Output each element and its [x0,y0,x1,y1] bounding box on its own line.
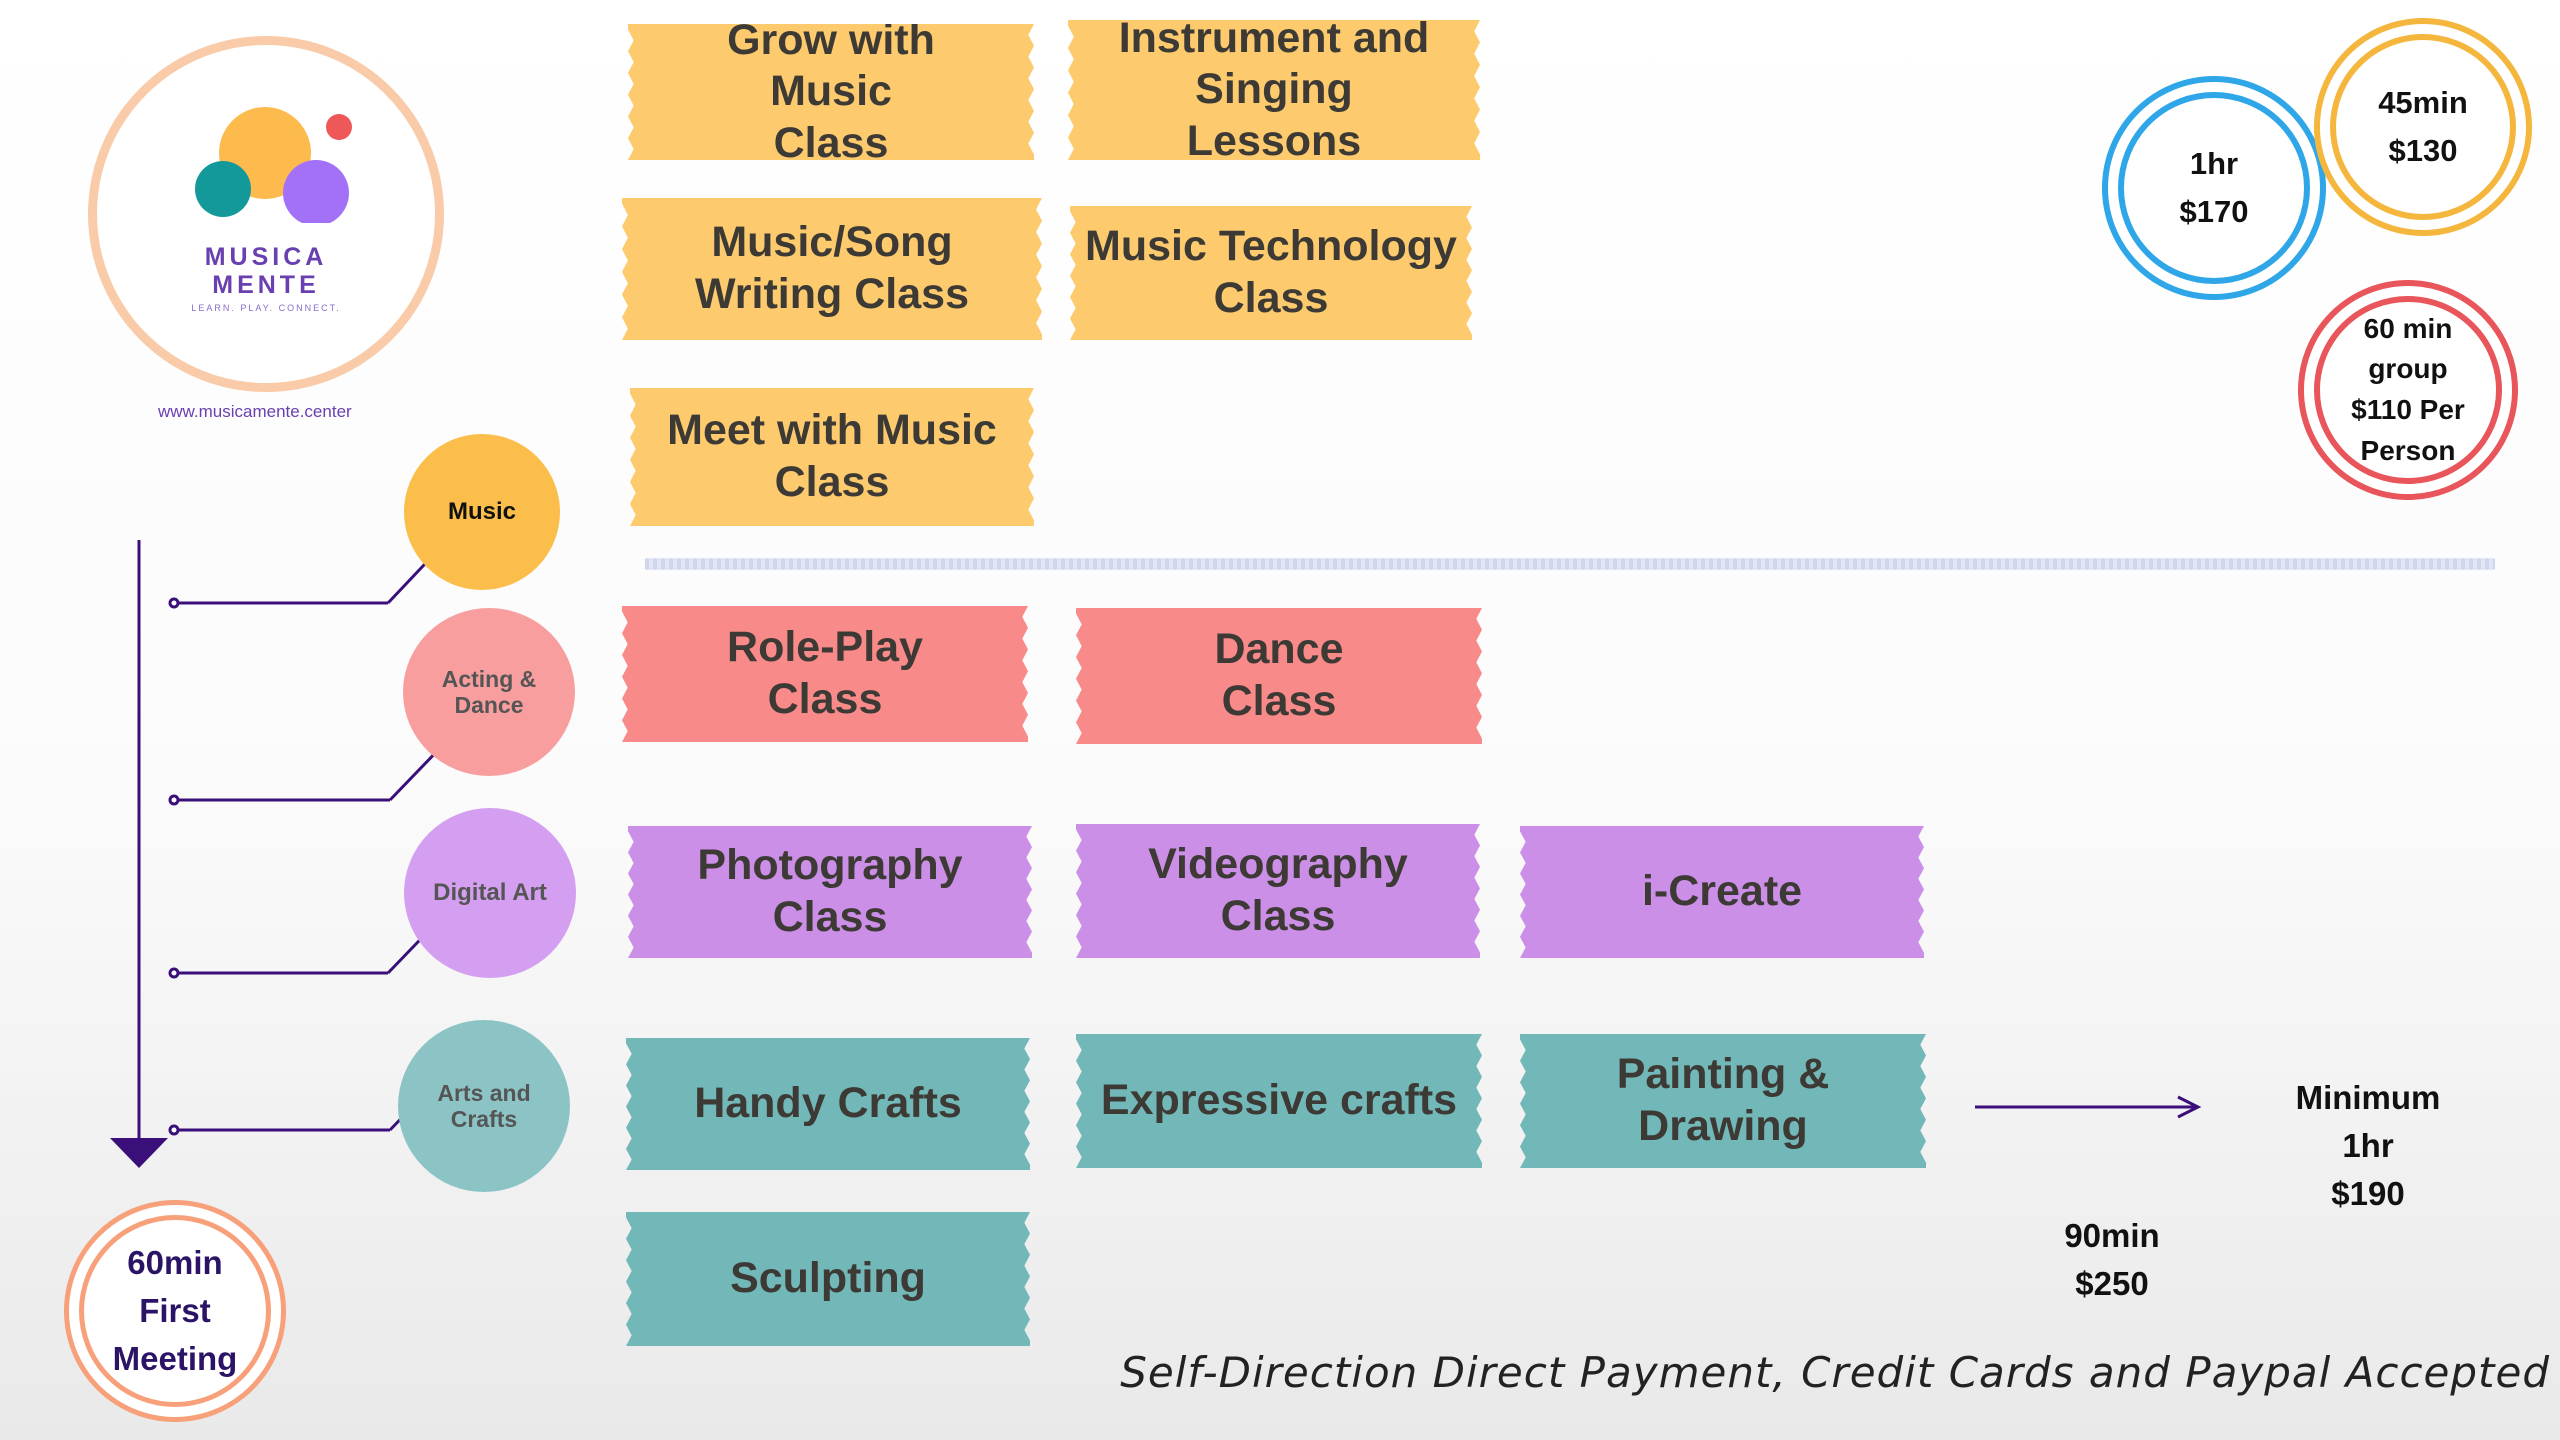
class-instrument-singing[interactable]: Instrument and Singing Lessons [1068,20,1480,160]
class-role-play[interactable]: Role-Play Class [622,606,1028,742]
first-meeting-ring: 60min First Meeting [64,1200,286,1422]
class-dance[interactable]: Dance Class [1076,608,1482,744]
class-i-create[interactable]: i-Create [1520,826,1924,958]
brand-tagline: LEARN. PLAY. CONNECT. [191,303,341,313]
price-ring-group: 60 min group $110 Per Person [2298,280,2518,500]
class-videography[interactable]: Videography Class [1076,824,1480,958]
payment-note: Self-Direction Direct Payment, Credit Ca… [1120,1348,2550,1397]
price-45min-text: 45min $130 [2378,84,2468,168]
logo: MUSICA MENTE LEARN. PLAY. CONNECT. [88,36,444,392]
class-music-technology[interactable]: Music Technology Class [1070,206,1472,340]
category-acting-dance: Acting & Dance [403,608,575,776]
first-meeting-text: 60min First Meeting [112,1244,238,1377]
price-1hr-text: 1hr $170 [2179,145,2249,229]
category-music: Music [404,434,560,590]
category-digital-art: Digital Art [404,808,576,978]
price-minimum: Minimum 1hr $190 [2295,1079,2441,1212]
class-photography[interactable]: Photography Class [628,826,1032,958]
brand-name-line1: MUSICA [204,243,328,271]
price-ring-45min: 45min $130 [2314,18,2532,236]
class-expressive-crafts[interactable]: Expressive crafts [1076,1034,1482,1168]
brand-name-line2: MENTE [212,271,320,299]
website-link[interactable]: www.musicamente.center [158,402,352,421]
class-handy-crafts[interactable]: Handy Crafts [626,1038,1030,1170]
price-90min: 90min $250 [2064,1217,2160,1302]
class-sculpting[interactable]: Sculpting [626,1212,1030,1346]
class-song-writing[interactable]: Music/Song Writing Class [622,198,1042,340]
class-grow-with-music[interactable]: Grow with Music Class [628,24,1034,160]
class-painting-drawing[interactable]: Painting & Drawing [1520,1034,1926,1168]
class-meet-with-music[interactable]: Meet with Music Class [630,388,1034,526]
price-ring-1hr: 1hr $170 [2102,76,2326,300]
category-arts-crafts: Arts and Crafts [398,1020,570,1192]
logo-dots-icon [195,107,352,223]
price-group-text: 60 min group $110 Per Person [2351,312,2465,466]
